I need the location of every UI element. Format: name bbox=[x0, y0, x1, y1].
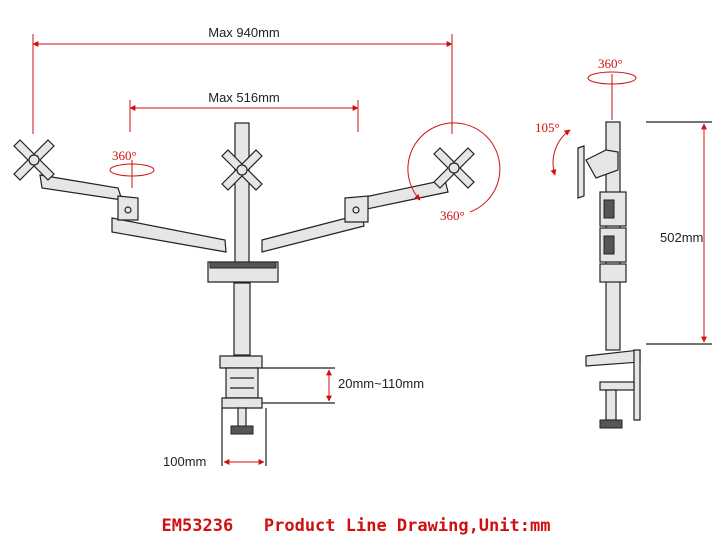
tilt-label: 105° bbox=[535, 120, 560, 135]
lower-pole bbox=[233, 282, 251, 356]
dimension-label-max-516: Max 516mm bbox=[208, 90, 280, 105]
dimension-base-width: 100mm bbox=[163, 408, 267, 469]
front-view: Max 940mm Max 516mm bbox=[13, 25, 501, 469]
tilt-indicator: 105° bbox=[535, 120, 571, 176]
center-pole bbox=[234, 122, 250, 264]
rotation-label-center: 360° bbox=[112, 148, 137, 163]
dimension-label-max-940: Max 940mm bbox=[208, 25, 280, 40]
rotation-label-right: 360° bbox=[440, 208, 465, 223]
dimension-clamp-range: 20mm~110mm bbox=[262, 367, 424, 404]
rotation-label-side: 360° bbox=[598, 56, 623, 71]
vesa-plate-left bbox=[13, 139, 55, 181]
side-vesa-plate bbox=[577, 145, 585, 199]
drawing-caption: EM53236 Product Line Drawing,Unit:mm bbox=[162, 516, 551, 536]
side-view: 360° 105° 502mm bbox=[535, 56, 712, 429]
dimension-max-940: Max 940mm bbox=[32, 25, 453, 134]
dimension-max-516: Max 516mm bbox=[129, 90, 359, 132]
rotation-indicator-center: 360° bbox=[109, 148, 155, 188]
desk-clamp bbox=[219, 355, 263, 435]
dimension-label-base-width: 100mm bbox=[163, 454, 206, 469]
dimension-height: 502mm bbox=[646, 121, 712, 345]
rotation-indicator-side: 360° bbox=[587, 56, 637, 120]
left-arm bbox=[39, 174, 227, 253]
side-clamp-top bbox=[585, 349, 641, 367]
vesa-plate-center bbox=[221, 149, 263, 191]
rotation-indicator-right: 360° bbox=[407, 122, 501, 223]
right-arm bbox=[261, 179, 449, 253]
dimension-label-clamp-range: 20mm~110mm bbox=[338, 376, 424, 391]
vesa-plate-right bbox=[433, 147, 475, 189]
dimension-label-height: 502mm bbox=[660, 230, 703, 245]
